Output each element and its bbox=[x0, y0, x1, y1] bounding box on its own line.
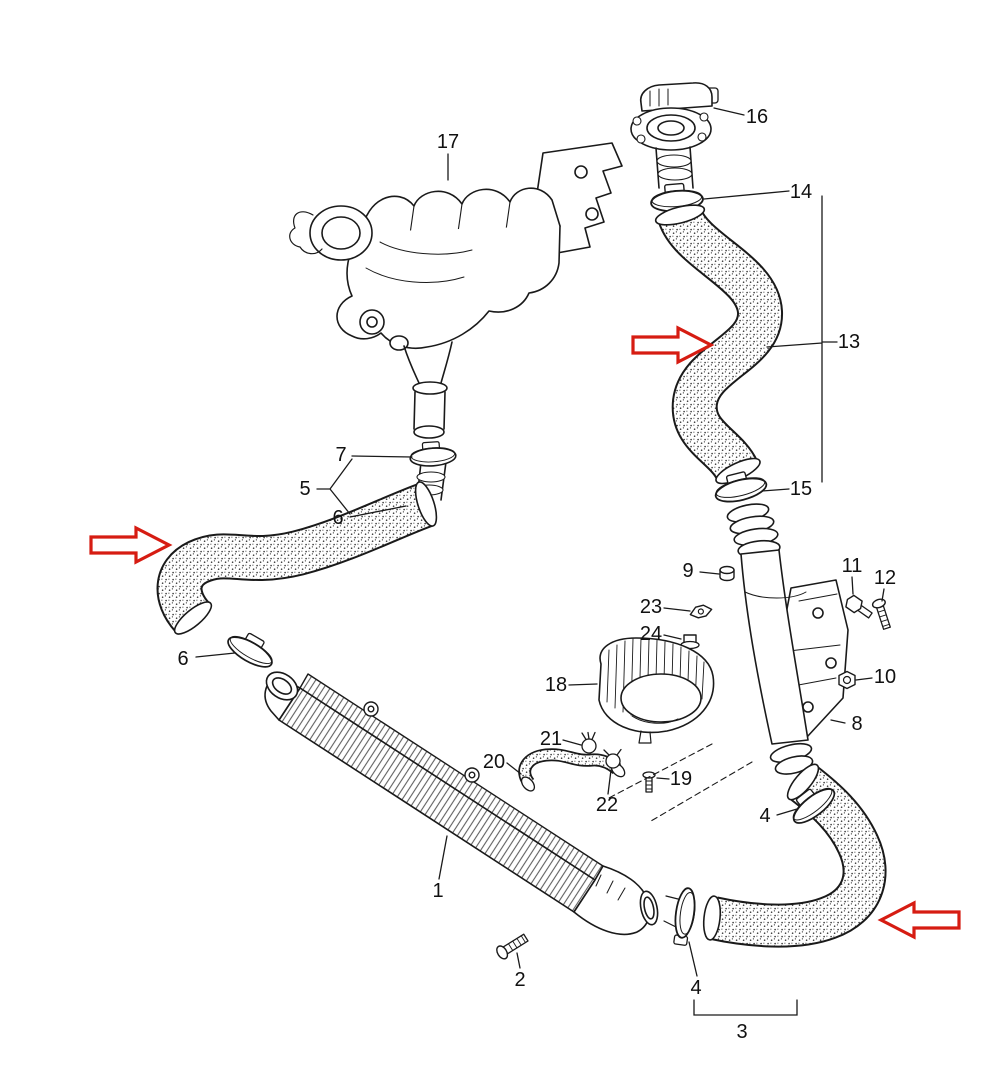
hose-clamp-7 bbox=[408, 439, 458, 469]
leader-8 bbox=[830, 719, 846, 724]
leader-20 bbox=[506, 762, 522, 775]
leader-lines bbox=[195, 107, 885, 1016]
leader-1 bbox=[438, 835, 448, 880]
hex-nut-10 bbox=[838, 670, 856, 690]
leader-3-bracket bbox=[693, 999, 798, 1016]
hex-bolt-11 bbox=[845, 594, 873, 619]
leader-4-bottom bbox=[688, 941, 698, 977]
leader-6-upper bbox=[349, 505, 407, 518]
spring-clamp-22 bbox=[603, 748, 622, 769]
highlight-arrow-left-hose bbox=[89, 526, 171, 564]
leader-7 bbox=[351, 455, 413, 458]
leader-19 bbox=[656, 777, 670, 780]
hex-bolt-2 bbox=[496, 933, 529, 960]
leader-13 bbox=[766, 195, 838, 483]
leader-5 bbox=[316, 458, 353, 515]
charge-air-hose-lower bbox=[663, 763, 887, 948]
throttle-valve-unit bbox=[630, 82, 719, 189]
leader-21 bbox=[562, 739, 582, 746]
hose-clamp-4-left bbox=[673, 887, 696, 946]
assembly-dashed-lines bbox=[606, 743, 753, 822]
vent-hose-assembly bbox=[518, 731, 656, 793]
leader-18 bbox=[568, 683, 598, 686]
leader-2 bbox=[516, 952, 521, 969]
spring-clamp-21 bbox=[581, 731, 597, 754]
charge-air-pipe bbox=[726, 503, 814, 775]
charge-air-hose-left bbox=[156, 461, 447, 635]
retaining-clip-23 bbox=[689, 604, 713, 619]
leader-9 bbox=[699, 571, 720, 575]
screw-12 bbox=[871, 598, 891, 630]
exhaust-manifold-turbocharger bbox=[289, 142, 623, 439]
leader-23 bbox=[663, 607, 691, 612]
bolt-19 bbox=[642, 771, 656, 793]
leader-6-lower bbox=[195, 652, 236, 658]
leader-12 bbox=[881, 588, 885, 602]
sealing-plug-9 bbox=[719, 565, 735, 582]
leader-14 bbox=[703, 190, 790, 200]
hex-nut-24 bbox=[680, 634, 700, 650]
leader-22 bbox=[607, 769, 612, 795]
leader-15 bbox=[761, 488, 790, 492]
leader-11 bbox=[851, 576, 854, 595]
highlight-arrow-lower-hose bbox=[879, 901, 961, 939]
hose-clamp-6 bbox=[223, 624, 281, 674]
leader-4-right bbox=[776, 808, 798, 816]
leader-16 bbox=[713, 107, 745, 116]
leader-10 bbox=[855, 677, 873, 681]
intercooler bbox=[264, 671, 659, 936]
leader-24 bbox=[663, 634, 682, 640]
air-guide-duct bbox=[598, 637, 715, 744]
